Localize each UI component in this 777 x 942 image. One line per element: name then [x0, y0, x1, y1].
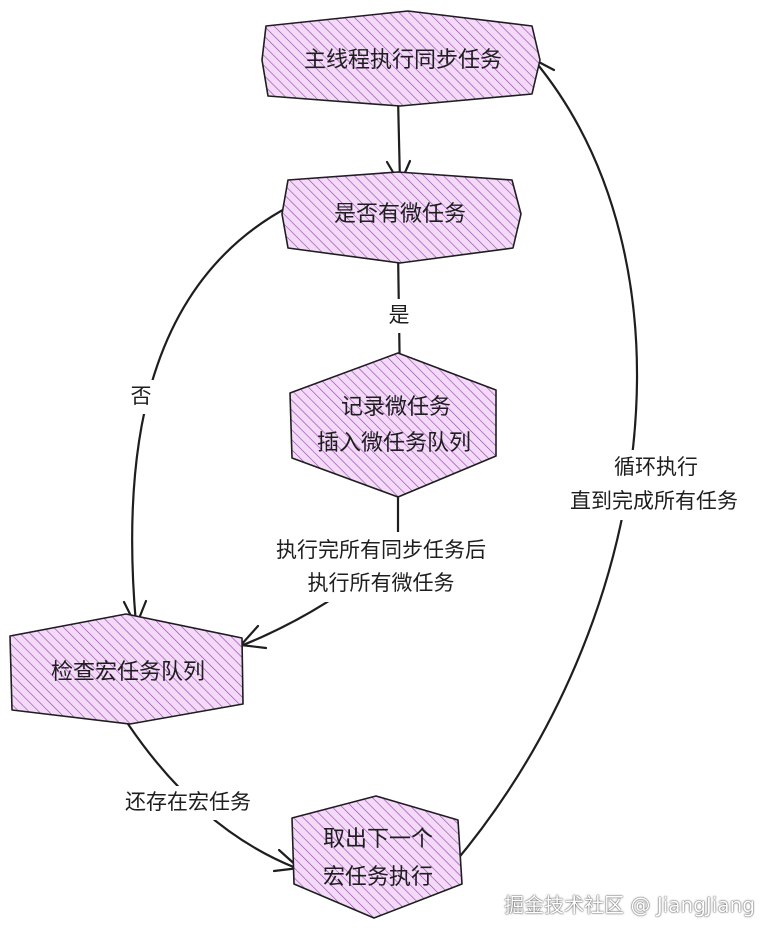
- node-has-microtask: 是否有微任务: [281, 171, 522, 264]
- edge-label-after-sync-line1: 执行完所有同步任务后: [276, 538, 486, 562]
- node-record-microtask-line2: 插入微任务队列: [317, 431, 471, 456]
- edge-loop: 循环执行 直到完成所有任务: [450, 57, 768, 868]
- edge-main-to-check-micro: [385, 96, 412, 186]
- edge-label-after-sync-line2: 执行所有微任务: [308, 571, 455, 595]
- node-check-macrotask: 检查宏任务队列: [9, 613, 244, 725]
- edge-label-loop-line1: 循环执行: [614, 455, 698, 479]
- edge-label-loop-line2: 直到完成所有任务: [570, 489, 738, 513]
- node-check-macrotask-label: 检查宏任务队列: [51, 660, 205, 685]
- node-record-microtask-line1: 记录微任务: [341, 395, 451, 420]
- edge-label-remaining-macro: 还存在宏任务: [125, 790, 251, 814]
- edge-after-sync: 执行完所有同步任务后 执行所有微任务: [239, 495, 524, 650]
- edge-label-no: 否: [131, 384, 152, 408]
- node-take-next-macrotask: 取出下一个 宏任务执行: [291, 795, 463, 919]
- node-record-microtask: 记录微任务 插入微任务队列: [289, 352, 497, 498]
- node-main-thread: 主线程执行同步任务: [261, 10, 541, 107]
- edge-no: 否: [122, 204, 292, 628]
- edge-yes: 是: [380, 248, 418, 388]
- edge-label-yes: 是: [389, 303, 410, 327]
- node-has-microtask-label: 是否有微任务: [334, 202, 466, 227]
- node-take-next-line1: 取出下一个: [323, 827, 433, 852]
- watermark: 掘金技术社区 @ JiangJiang: [504, 893, 755, 917]
- edge-remaining-macro: 还存在宏任务: [100, 722, 301, 873]
- node-main-thread-label: 主线程执行同步任务: [304, 48, 502, 73]
- node-take-next-line2: 宏任务执行: [323, 865, 433, 890]
